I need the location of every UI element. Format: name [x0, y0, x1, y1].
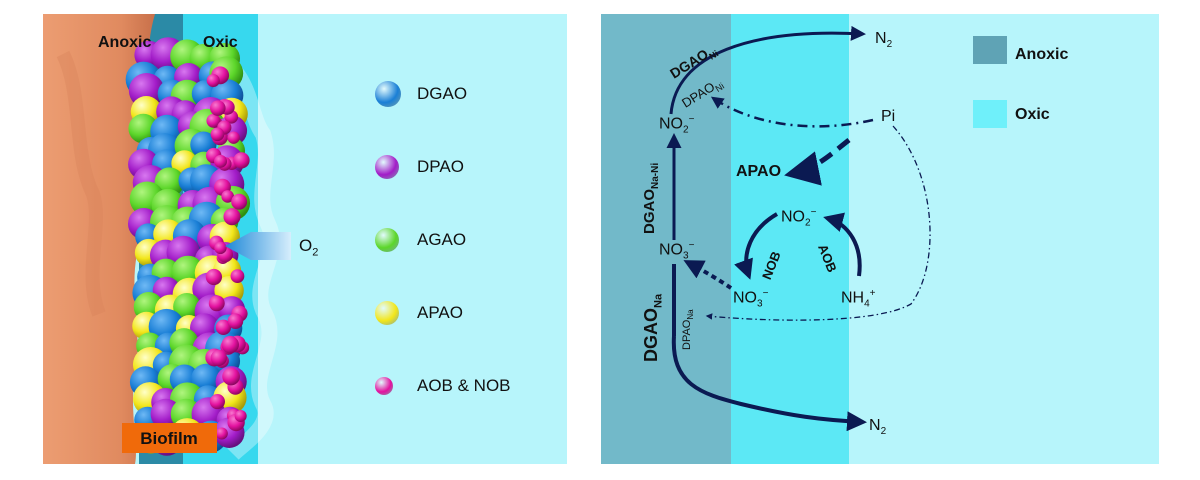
- arrow-no3-to-n2: [671, 335, 867, 432]
- aob-nob-cell: [215, 427, 228, 440]
- legend-label: AGAO: [417, 230, 467, 249]
- n2-bottom: N2: [869, 417, 887, 438]
- agao-cell: [154, 167, 185, 197]
- aob-nob-cell: [205, 268, 222, 286]
- aob-nob-cell: [227, 131, 240, 144]
- nh4: NH4+: [841, 288, 876, 310]
- aob-nob-cell: [221, 335, 239, 354]
- aob-nob-cell: [206, 113, 221, 128]
- aob-nob-cell: [210, 349, 227, 367]
- oxygen-arrow: [225, 232, 291, 260]
- arrow-nob: [734, 212, 779, 280]
- legend-item: AOB & NOB: [375, 371, 511, 401]
- anoxic-zone-label: Anoxic: [98, 34, 151, 51]
- aob-nob-cell: [210, 127, 225, 142]
- legend-swatch: [375, 301, 399, 325]
- pi-label: Pi: [881, 108, 896, 125]
- dgao-na-ni-label: DGAONa-Ni: [641, 162, 661, 234]
- arrow-no3-transfer: [683, 260, 733, 290]
- legend-swatch: [375, 155, 399, 179]
- legend-item: AGAO: [375, 225, 466, 255]
- biofilm-label: Biofilm: [140, 429, 198, 448]
- no3-left: NO3−: [659, 240, 695, 262]
- legend-oxic-label: Oxic: [1015, 106, 1050, 123]
- dgao-cell: [191, 363, 222, 394]
- legend-swatch: [375, 228, 399, 252]
- biofilm-substratum: [43, 14, 155, 464]
- aob-nob-cell: [221, 190, 234, 203]
- dgao-na-label: DGAONa: [641, 293, 665, 362]
- n2-top: N2: [875, 30, 893, 51]
- legend-anoxic-swatch: [973, 36, 1007, 64]
- aob-nob-cell: [210, 100, 226, 116]
- anoxic-zone: [601, 14, 731, 464]
- pathway-panel: Anoxic Oxic N2 N2 NO2− NO3− NO2− NO3− NH…: [601, 14, 1159, 464]
- legend-label: AOB & NOB: [417, 376, 511, 395]
- aob-nob-cell: [223, 208, 241, 226]
- agao-cell: [173, 292, 201, 321]
- legend-item: DPAO: [375, 152, 464, 182]
- biofilm-panel: Biofilm Anoxic Oxic O2 DGAO DPAO AGAO APAO A…: [43, 14, 567, 464]
- aob-nob-cell: [214, 241, 227, 255]
- no2-center: NO2−: [781, 207, 817, 229]
- aob-nob-cell: [230, 269, 245, 284]
- legend-swatch: [375, 377, 393, 395]
- legend-label: DPAO: [417, 157, 464, 176]
- no2-left: NO2−: [659, 114, 695, 136]
- legend-label: DGAO: [417, 84, 468, 103]
- no3-center: NO3−: [733, 288, 769, 310]
- apao-label: APAO: [736, 163, 782, 180]
- legend-item: APAO: [375, 298, 463, 328]
- aob-nob-cell: [233, 152, 250, 169]
- legend-swatch: [375, 81, 401, 107]
- arrow-aob: [823, 212, 862, 277]
- oxic-zone: [731, 14, 849, 464]
- biofilm-illustration: Biofilm Anoxic Oxic: [43, 14, 567, 464]
- aob-nob-cell: [222, 367, 240, 386]
- biofilm-label-bg: [122, 423, 217, 453]
- arrow-pi-uptake-dpao-na: [705, 125, 931, 321]
- aob-nob-cell: [208, 295, 225, 312]
- pathway-diagram: [601, 14, 1159, 464]
- aob-nob-cell: [215, 319, 232, 336]
- aob-nob-cell: [214, 154, 228, 168]
- agao-cell: [128, 113, 159, 144]
- aob-nob-cell: [206, 73, 220, 88]
- legend-anoxic-label: Anoxic: [1015, 46, 1069, 63]
- arrow-no2-to-n2: [669, 25, 866, 115]
- arrow-pi-to-apao: [784, 138, 851, 186]
- aob-nob-cell: [231, 193, 248, 210]
- legend-item: DGAO: [375, 79, 467, 109]
- dpao-na-label: DPAONa: [681, 309, 696, 350]
- legend-label: APAO: [417, 303, 463, 322]
- oxic-zone-label: Oxic: [203, 34, 238, 51]
- oxygen-label: O2: [299, 236, 319, 259]
- arrow-pi-uptake-dpao-ni: [710, 96, 874, 128]
- aob-nob-cell: [234, 409, 247, 422]
- cell-cluster: [125, 37, 251, 456]
- legend-oxic-swatch: [973, 100, 1007, 128]
- aob-nob-cell: [209, 393, 225, 410]
- aob-nob-cell: [227, 313, 244, 329]
